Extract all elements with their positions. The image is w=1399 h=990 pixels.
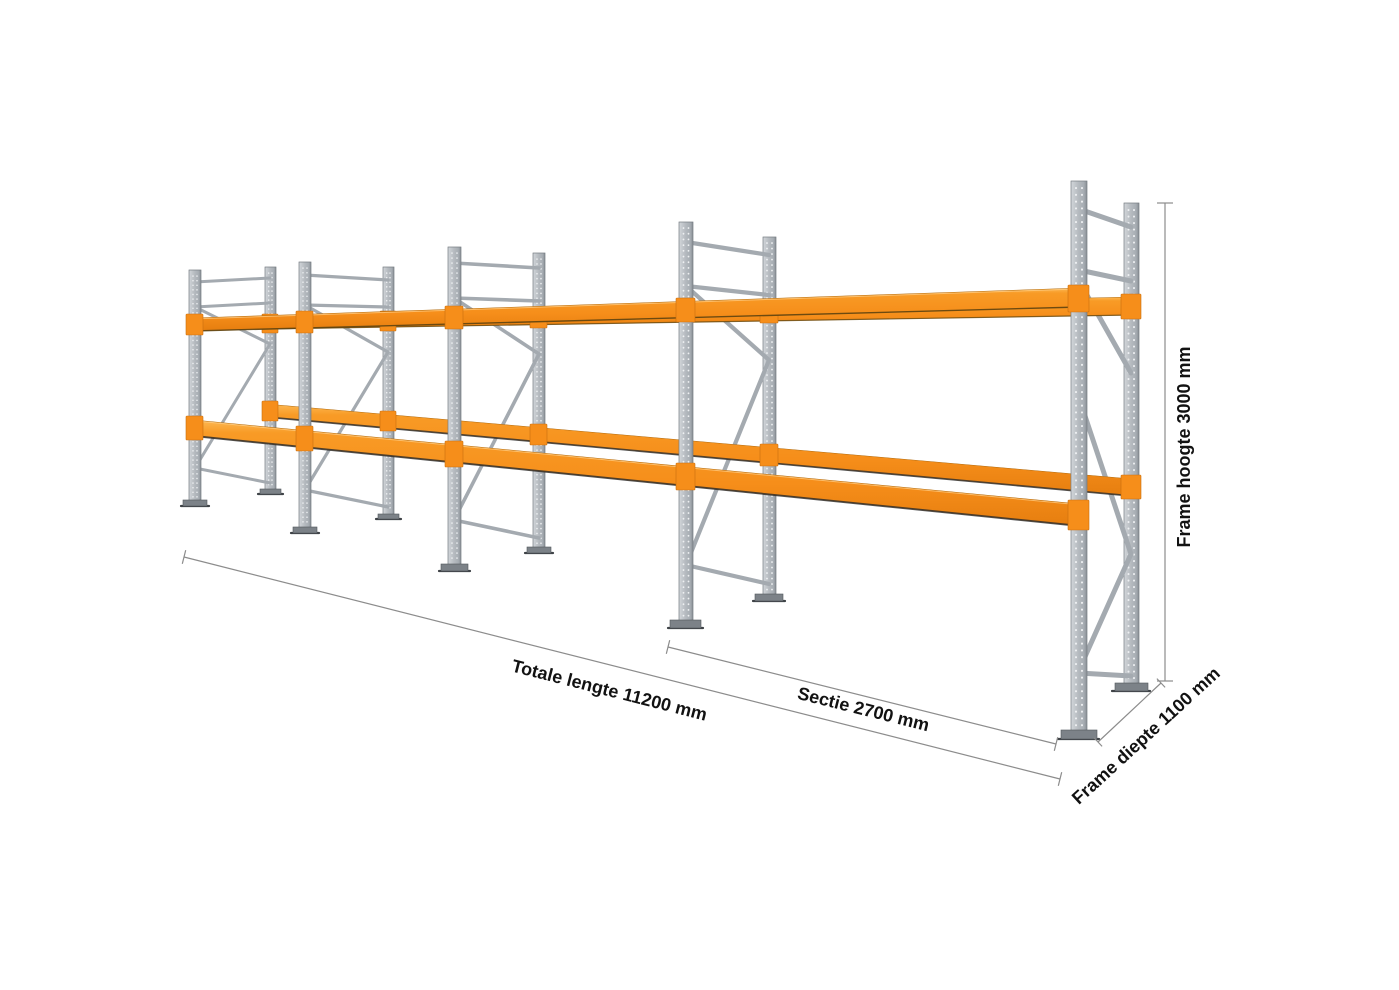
sectie-label: Sectie 2700 mm [795, 683, 931, 735]
dimension-totale-lengte: Totale lengte 11200 mm [181, 550, 1063, 786]
base-plate [179, 499, 211, 508]
back-base-plates [256, 488, 1152, 693]
base-plate [666, 619, 705, 630]
frame-1-back-post [264, 266, 277, 493]
frame-1-front-post [188, 269, 202, 504]
frame-2-back-post [382, 266, 395, 518]
base-plate [751, 593, 787, 603]
base-plate [289, 526, 321, 535]
base-plate [374, 513, 403, 521]
base-plate [437, 563, 472, 573]
frame-2-braces [303, 273, 390, 509]
back-posts [264, 202, 1140, 691]
beam-level1-front [185, 284, 1090, 336]
frame-2-front-post [298, 261, 312, 531]
front-base-plates [179, 499, 1101, 741]
base-plate [256, 488, 285, 496]
frame-3-braces [452, 261, 541, 540]
frame-5-back-post [1123, 202, 1140, 691]
base-plate [1056, 729, 1101, 741]
frame-4-front-post [678, 221, 694, 626]
beam-level2-back [261, 400, 1142, 500]
beam-level2-front [185, 415, 1090, 531]
frame-hoogte-label: Frame hoogte 3000 mm [1174, 346, 1194, 547]
frame-4-braces [683, 239, 772, 587]
dimension-sectie: Sectie 2700 mm [665, 640, 1059, 751]
totale-lengte-label: Totale lengte 11200 mm [510, 656, 709, 725]
front-posts [188, 180, 1088, 738]
base-plate [523, 546, 555, 555]
dimension-frame-hoogte: Frame hoogte 3000 mm [1157, 202, 1194, 682]
base-plate [1110, 682, 1152, 693]
frame-braces [193, 206, 1134, 679]
frame-5-front-post [1070, 180, 1088, 738]
frame-4-back-post [762, 236, 777, 599]
front-beams [185, 284, 1090, 531]
frame-1-braces [193, 276, 272, 485]
frame-3-front-post [447, 246, 462, 569]
frame-3-back-post [532, 252, 546, 551]
